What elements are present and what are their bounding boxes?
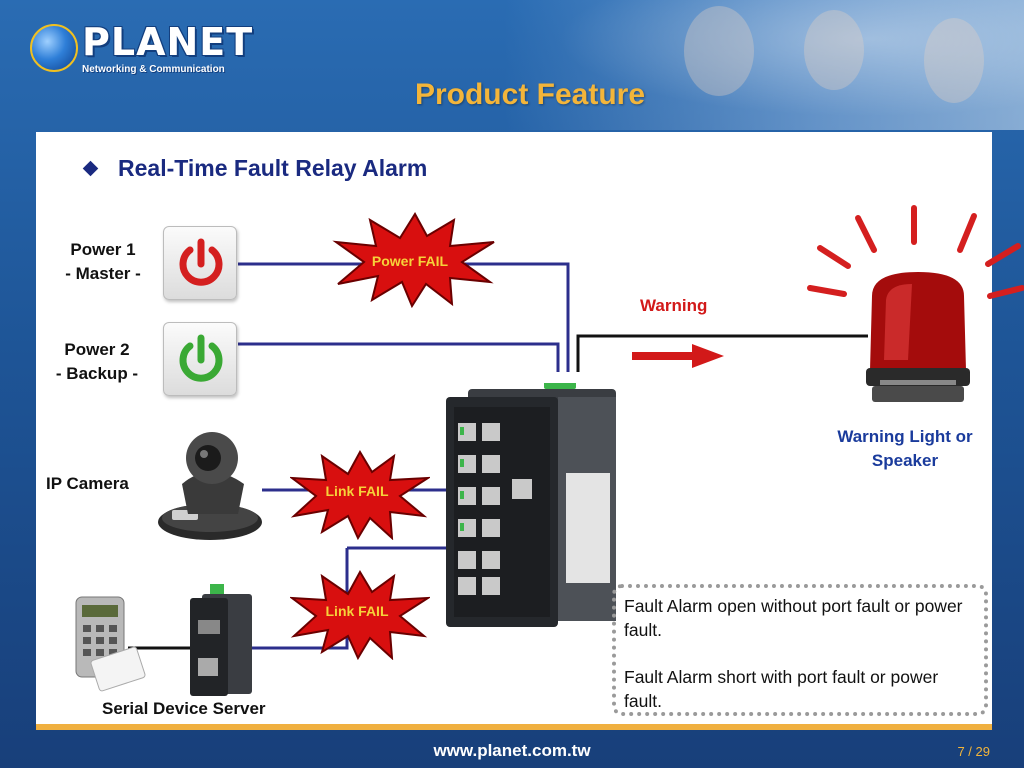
- note-line-2: Fault Alarm short with port fault or pow…: [624, 667, 939, 711]
- power1-label: Power 1 - Master -: [48, 238, 158, 286]
- ip-camera-icon: [158, 432, 262, 540]
- link-fail-text-2: Link FAIL: [325, 603, 389, 619]
- globe-icon: [30, 24, 78, 72]
- power1-label-line2: - Master -: [65, 264, 141, 283]
- page-number: 7 / 29: [957, 744, 990, 759]
- power1-label-line1: Power 1: [70, 240, 136, 259]
- warning-light-label: Warning Light or Speaker: [820, 425, 990, 473]
- logo-text: PLANET: [82, 20, 254, 64]
- power2-label: Power 2 - Backup -: [42, 338, 152, 386]
- wire-serial-bottom: [250, 548, 349, 650]
- header-photo: [504, 0, 1024, 130]
- warning-light-label-line1: Warning Light or: [837, 427, 973, 446]
- note-line-1: Fault Alarm open without port fault or p…: [624, 596, 963, 640]
- power1-button: [163, 226, 237, 300]
- power-icon-green: [179, 334, 223, 382]
- planet-logo: PLANET Networking & Communication: [24, 12, 252, 75]
- power-fail-text: Power FAIL: [371, 253, 449, 269]
- power-fail-burst-icon: [332, 212, 495, 308]
- page-title: Product Feature: [414, 78, 646, 111]
- serial-device-label: Serial Device Server: [102, 699, 266, 718]
- wire-power2: [238, 342, 560, 372]
- logo-subtitle: Networking & Communication: [82, 64, 225, 75]
- power2-button: [163, 322, 237, 396]
- warning-light-icon: [807, 205, 1024, 402]
- serial-device-server-icon: [190, 584, 252, 696]
- card-reader-icon: [75, 596, 146, 692]
- footer-divider: [36, 724, 992, 730]
- link-fail-text-1: Link FAIL: [325, 483, 389, 499]
- warning-light-label-line2: Speaker: [871, 451, 939, 470]
- power2-label-line1: Power 2: [64, 340, 130, 359]
- warning-label: Warning: [640, 296, 708, 315]
- link-fail-burst-icon-1: [290, 450, 430, 540]
- industrial-switch-icon: [446, 383, 616, 627]
- link-fail-burst-icon-2: [290, 570, 430, 660]
- wire-power1: [238, 262, 570, 372]
- power-icon-red: [179, 238, 223, 286]
- ip-camera-label: IP Camera: [46, 474, 129, 493]
- bullet-heading: Real-Time Fault Relay Alarm: [118, 155, 428, 181]
- fault-alarm-note: Fault Alarm open without port fault or p…: [612, 584, 988, 716]
- footer-url: www.planet.com.tw: [433, 741, 591, 760]
- power2-label-line2: - Backup -: [55, 364, 139, 383]
- arrow-right-icon: [632, 344, 724, 368]
- wire-alarm: [576, 334, 868, 372]
